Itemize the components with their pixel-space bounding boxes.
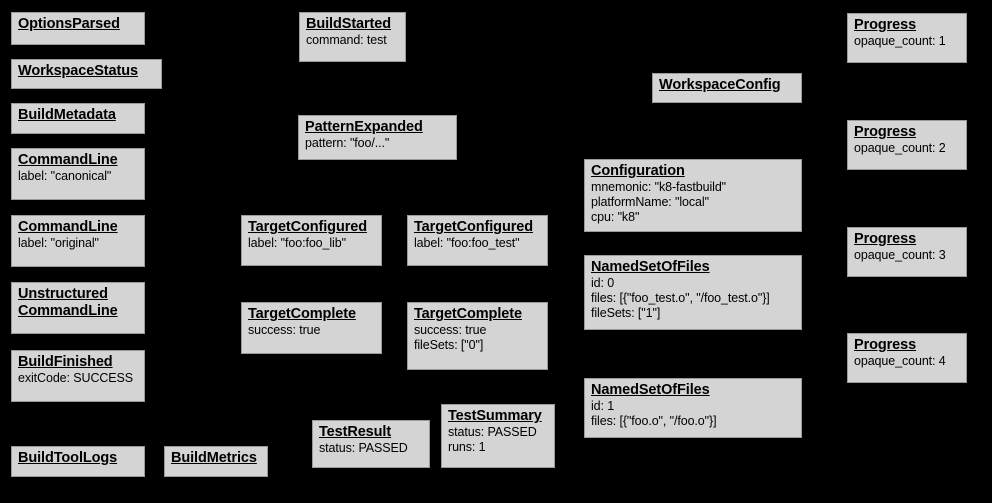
- node-build-metadata[interactable]: BuildMetadata: [11, 103, 145, 134]
- node-workspace-config[interactable]: WorkspaceConfig: [652, 73, 802, 103]
- node-title: WorkspaceConfig: [659, 77, 781, 93]
- node-title: TargetConfigured: [414, 219, 533, 235]
- node-title: NamedSetOfFiles: [591, 382, 710, 398]
- node-field: files: [{"foo.o", "/foo.o"}]: [591, 414, 717, 428]
- node-field: fileSets: ["0"]: [414, 338, 484, 352]
- node-field: opaque_count: 2: [854, 141, 946, 155]
- node-title: Progress: [854, 337, 917, 353]
- node-title: CommandLine: [18, 219, 118, 235]
- node-title: CommandLine: [18, 152, 118, 168]
- node-title: Configuration: [591, 163, 685, 179]
- node-title: OptionsParsed: [18, 16, 120, 32]
- node-title: BuildMetadata: [18, 107, 116, 123]
- node-title: Progress: [854, 231, 917, 247]
- node-field: opaque_count: 1: [854, 34, 946, 48]
- node-title: PatternExpanded: [305, 119, 423, 135]
- node-title: BuildMetrics: [171, 450, 257, 466]
- node-field: platformName: "local": [591, 195, 709, 209]
- node-field: success: true: [414, 323, 487, 337]
- node-field: label: "original": [18, 236, 99, 250]
- node-title: TargetComplete: [248, 306, 356, 322]
- node-field: opaque_count: 3: [854, 248, 946, 262]
- node-title: Progress: [854, 124, 917, 140]
- node-field: cpu: "k8": [591, 210, 640, 224]
- node-workspace-status[interactable]: WorkspaceStatus: [11, 59, 162, 89]
- node-title: WorkspaceStatus: [18, 63, 138, 79]
- node-title: TargetConfigured: [248, 219, 367, 235]
- node-field: runs: 1: [448, 440, 486, 454]
- node-build-metrics[interactable]: BuildMetrics: [164, 446, 268, 477]
- node-field: id: 0: [591, 276, 615, 290]
- node-title: Unstructured CommandLine: [18, 286, 118, 319]
- node-title: TargetComplete: [414, 306, 522, 322]
- node-title: NamedSetOfFiles: [591, 259, 710, 275]
- node-title: BuildFinished: [18, 354, 113, 370]
- node-field: id: 1: [591, 399, 615, 413]
- node-title: Progress: [854, 17, 917, 33]
- node-field: exitCode: SUCCESS: [18, 371, 134, 385]
- node-field: label: "foo:foo_lib": [248, 236, 346, 250]
- node-field: status: PASSED: [319, 441, 408, 455]
- node-title: TestResult: [319, 424, 392, 440]
- node-field: fileSets: ["1"]: [591, 306, 661, 320]
- node-build-tool-logs[interactable]: BuildToolLogs: [11, 446, 145, 477]
- node-unstructured-command-line[interactable]: Unstructured CommandLine: [11, 282, 145, 334]
- node-field: status: PASSED: [448, 425, 537, 439]
- node-field: success: true: [248, 323, 321, 337]
- node-field: label: "canonical": [18, 169, 112, 183]
- node-field: command: test: [306, 33, 387, 47]
- node-title: BuildToolLogs: [18, 450, 118, 466]
- node-field: label: "foo:foo_test": [414, 236, 520, 250]
- node-field: files: [{"foo_test.o", "/foo_test.o"}]: [591, 291, 770, 305]
- node-field: pattern: "foo/...": [305, 136, 390, 150]
- node-field: opaque_count: 4: [854, 354, 946, 368]
- node-field: mnemonic: "k8-fastbuild": [591, 180, 727, 194]
- node-title: BuildStarted: [306, 16, 392, 32]
- node-title: TestSummary: [448, 408, 542, 424]
- node-options-parsed[interactable]: OptionsParsed: [11, 12, 145, 45]
